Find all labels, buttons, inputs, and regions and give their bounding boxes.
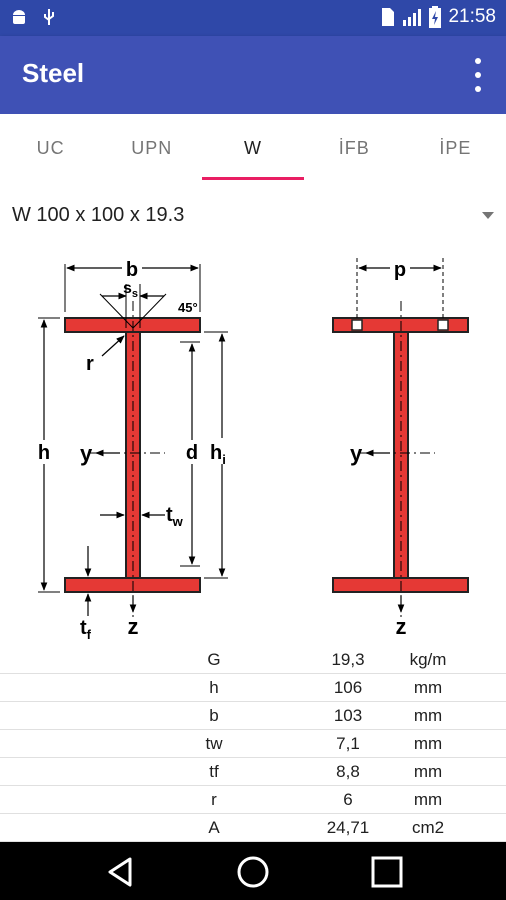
property-value: 24,71 bbox=[303, 813, 393, 842]
more-vert-icon bbox=[475, 58, 481, 64]
sim-icon bbox=[382, 8, 395, 26]
row-spacer bbox=[463, 673, 506, 702]
label-d: d bbox=[186, 442, 198, 464]
label-tw: tw bbox=[166, 504, 184, 529]
property-value: 103 bbox=[303, 701, 393, 730]
recents-icon[interactable] bbox=[369, 854, 405, 890]
profile-spinner[interactable]: W 100 x 100 x 19.3 bbox=[0, 192, 506, 240]
signal-icon bbox=[403, 9, 422, 26]
property-name: tf bbox=[125, 757, 303, 786]
tab-ifb[interactable]: İFB bbox=[338, 138, 370, 158]
row-spacer bbox=[463, 785, 506, 814]
usb-icon bbox=[44, 9, 54, 25]
i-beam-right bbox=[332, 301, 469, 621]
tab-uc[interactable]: UC bbox=[36, 138, 65, 158]
spinner-selected-value: W 100 x 100 x 19.3 bbox=[12, 204, 185, 226]
property-name: b bbox=[125, 701, 303, 730]
dropdown-arrow-icon bbox=[482, 212, 494, 219]
label-hi: hi bbox=[210, 442, 226, 467]
status-bar: 21:58 bbox=[0, 0, 506, 36]
battery-icon bbox=[429, 6, 442, 28]
property-value: 19,3 bbox=[303, 646, 393, 674]
label-angle: 45° bbox=[178, 300, 198, 315]
label-h: h bbox=[38, 442, 50, 464]
property-name: G bbox=[125, 646, 303, 674]
row-spacer bbox=[463, 757, 506, 786]
row-spacer bbox=[463, 729, 506, 758]
row-spacer bbox=[463, 646, 506, 674]
label-b: b bbox=[126, 259, 138, 281]
back-icon[interactable] bbox=[102, 854, 138, 890]
row-spacer bbox=[0, 646, 125, 674]
app-title: Steel bbox=[22, 58, 85, 88]
app-bar: Steel bbox=[0, 36, 506, 114]
status-time: 21:58 bbox=[448, 6, 496, 27]
label-z-right: z bbox=[396, 614, 407, 639]
section-diagram: b ss 45° r h y d hi tw tf bbox=[0, 246, 506, 646]
property-value: 7,1 bbox=[303, 729, 393, 758]
property-unit: cm2 bbox=[393, 813, 463, 842]
row-spacer bbox=[0, 729, 125, 758]
property-unit: kg/m bbox=[393, 646, 463, 674]
row-spacer bbox=[463, 701, 506, 730]
tab-upn[interactable]: UPN bbox=[131, 138, 173, 158]
label-tf: tf bbox=[80, 617, 92, 642]
row-spacer bbox=[0, 757, 125, 786]
i-beam-left bbox=[64, 301, 201, 621]
property-unit: mm bbox=[393, 673, 463, 702]
section-tabs: UC UPN W İFB İPE bbox=[0, 114, 506, 182]
label-r: r bbox=[86, 353, 94, 375]
property-unit: mm bbox=[393, 785, 463, 814]
label-ss: ss bbox=[123, 280, 138, 300]
section-diagram-svg: b ss 45° r h y d hi tw tf bbox=[34, 256, 469, 642]
overflow-menu-button[interactable] bbox=[468, 58, 488, 92]
row-spacer bbox=[0, 813, 125, 842]
navigation-bar bbox=[0, 842, 506, 900]
property-name: h bbox=[125, 673, 303, 702]
property-value: 8,8 bbox=[303, 757, 393, 786]
property-name: r bbox=[125, 785, 303, 814]
property-unit: mm bbox=[393, 757, 463, 786]
row-spacer bbox=[0, 701, 125, 730]
row-spacer bbox=[0, 673, 125, 702]
more-vert-dot bbox=[475, 72, 481, 78]
label-z-left: z bbox=[128, 614, 139, 639]
property-name: A bbox=[125, 813, 303, 842]
tab-w[interactable]: W bbox=[202, 114, 304, 182]
home-icon[interactable] bbox=[235, 854, 271, 890]
tab-ipe[interactable]: İPE bbox=[439, 138, 472, 158]
property-value: 106 bbox=[303, 673, 393, 702]
property-unit: mm bbox=[393, 701, 463, 730]
android-debug-icon bbox=[13, 10, 25, 24]
property-value: 6 bbox=[303, 785, 393, 814]
property-name: tw bbox=[125, 729, 303, 758]
more-vert-dot bbox=[475, 86, 481, 92]
label-y-right: y bbox=[350, 441, 363, 466]
label-y-left: y bbox=[80, 441, 93, 466]
label-p: p bbox=[394, 259, 406, 281]
property-unit: mm bbox=[393, 729, 463, 758]
row-spacer bbox=[463, 813, 506, 842]
row-spacer bbox=[0, 785, 125, 814]
